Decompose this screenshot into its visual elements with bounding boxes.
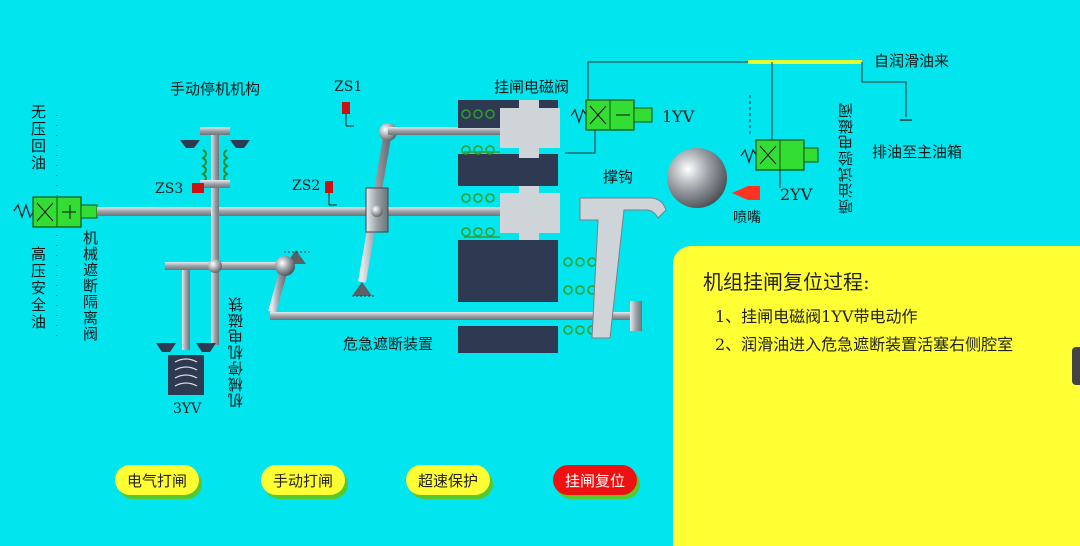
label-hook: 撑钩 xyxy=(603,168,633,186)
label-trip-solenoid: 挂闸电磁阀 xyxy=(494,78,569,96)
process-info-panel: 机组挂闸复位过程: 1、挂闸电磁阀1YV带电动作 2、润滑油进入危急遮断装置活塞… xyxy=(673,246,1080,546)
spring-coils xyxy=(461,109,597,335)
manual-stop-mechanism xyxy=(180,127,250,345)
label-yv1: 1YV xyxy=(662,107,695,126)
panel-title: 机组挂闸复位过程: xyxy=(703,270,870,294)
lube-oil-lines xyxy=(565,60,912,154)
overspeed-protect-button[interactable]: 超速保护 xyxy=(406,465,490,495)
label-zs1: ZS1 xyxy=(334,79,362,95)
electric-trip-button[interactable]: 电气打闸 xyxy=(115,465,199,495)
mech-stop-magnet xyxy=(156,270,216,395)
nozzle xyxy=(732,186,760,200)
overspeed-ball xyxy=(667,148,727,208)
label-drain: 排油至主油箱 xyxy=(872,143,962,161)
label-zs2: ZS2 xyxy=(292,178,320,194)
label-lube-in: 自润滑油来 xyxy=(874,52,949,70)
label-mech-isolation-valve: 机械遮断隔离阀 xyxy=(81,230,99,342)
zs1-switch xyxy=(342,102,354,127)
label-mech-stop-magnet: 机械停机电磁铁 xyxy=(227,296,245,408)
label-emergency-device: 危急遮断装置 xyxy=(343,335,433,353)
label-no-pressure-return: 无压回油 xyxy=(29,104,47,172)
emergency-trip-device-block xyxy=(458,100,560,353)
label-spray-test-valve: 喷油试验电磁阀 xyxy=(837,102,855,214)
panel-step-2: 2、润滑油进入危急遮断装置活塞右侧腔室 xyxy=(715,335,1014,354)
label-yv2: 2YV xyxy=(780,185,813,204)
label-zs3: ZS3 xyxy=(155,181,183,197)
hook xyxy=(579,197,667,339)
side-scroll-handle[interactable] xyxy=(1072,347,1080,385)
panel-step-1: 1、挂闸电磁阀1YV带电动作 xyxy=(715,307,918,326)
label-nozzle: 喷嘴 xyxy=(733,210,761,226)
mech-isolation-valve xyxy=(13,196,98,228)
zs1-linkage xyxy=(352,123,508,297)
pivot-joint xyxy=(208,259,222,273)
main-rod xyxy=(97,207,517,216)
lever-bar xyxy=(165,262,293,270)
manual-trip-button[interactable]: 手动打闸 xyxy=(261,465,345,495)
zs2-switch xyxy=(325,181,337,206)
yv2-valve xyxy=(740,139,819,188)
label-manual-stop: 手动停机机构 xyxy=(170,80,260,98)
trip-reset-button[interactable]: 挂闸复位 xyxy=(553,465,637,495)
yv1-valve xyxy=(570,99,653,131)
label-high-pressure-safety: 高压安全油 xyxy=(29,246,47,331)
linkage xyxy=(268,250,642,331)
label-yv3: 3YV xyxy=(173,401,202,417)
